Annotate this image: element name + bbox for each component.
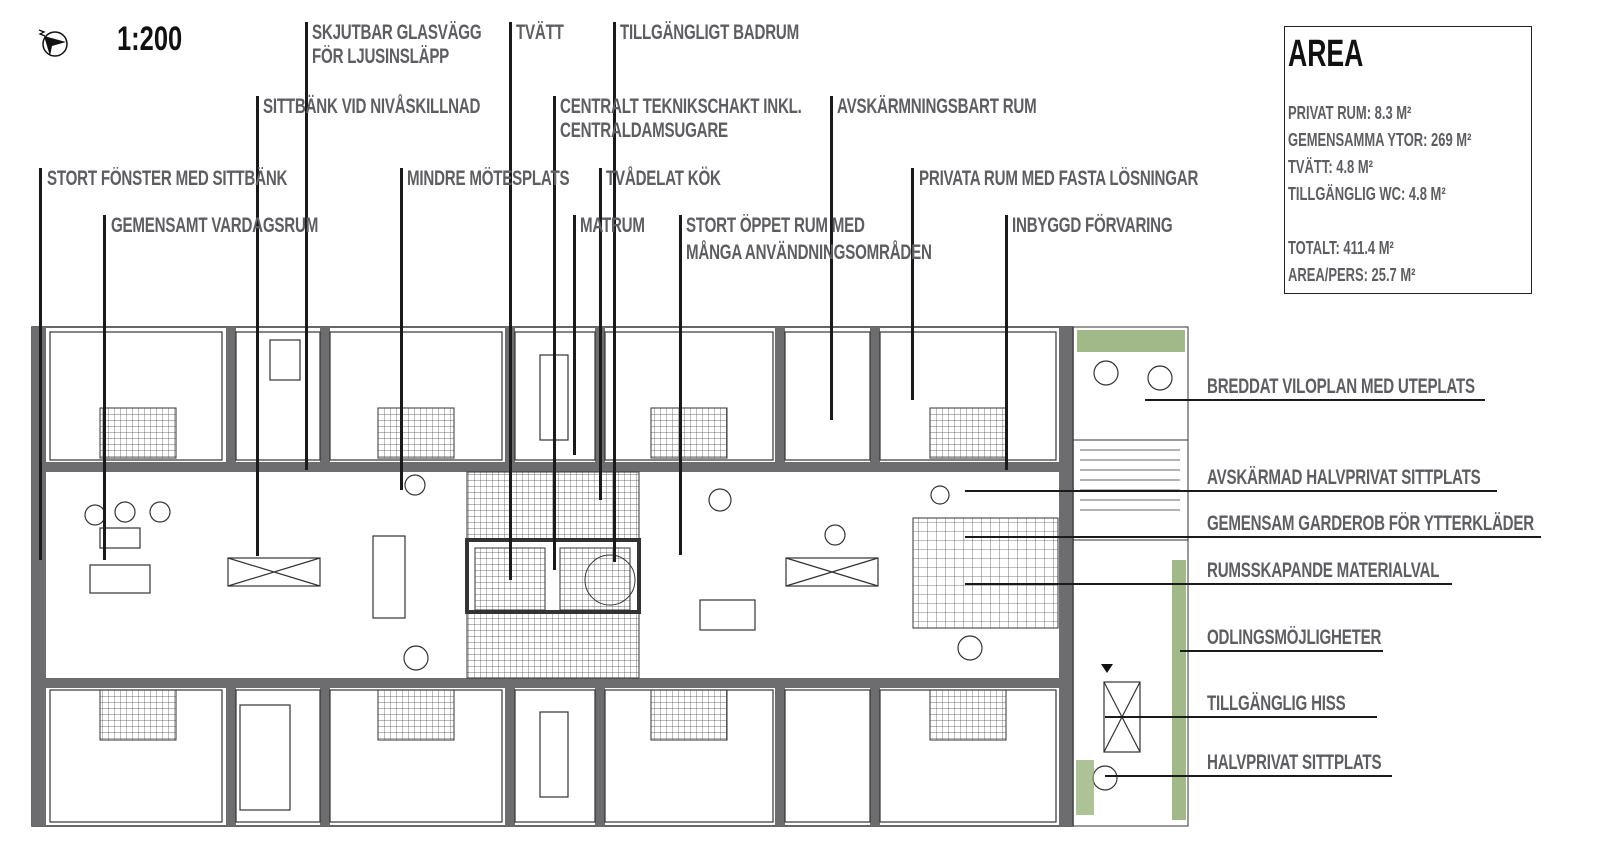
leader-line (830, 96, 833, 420)
area-row: TVÄTT: 4.8 M² (1288, 157, 1373, 177)
building-outline (31, 326, 1173, 827)
leader-line (965, 583, 1452, 585)
label-matrum: MATRUM (580, 214, 645, 237)
label-oppet-2: MÅNGA ANVÄNDNINGSOMRÅDEN (686, 241, 932, 264)
leader-line (965, 536, 1541, 538)
label-motesplats: MINDRE MÖTESPLATS (407, 167, 570, 190)
label-viloplan: BREDDAT VILOPLAN MED UTEPLATS (1207, 375, 1475, 398)
label-halvprivat-avskarmad: AVSKÄRMAD HALVPRIVAT SITTPLATS (1207, 466, 1481, 489)
label-fonster: STORT FÖNSTER MED SITTBÄNK (47, 167, 288, 190)
area-row: PRIVAT RUM: 8.3 M² (1288, 103, 1412, 123)
leader-line (400, 168, 403, 490)
north-arrow-icon (36, 26, 70, 58)
label-avskarm: AVSKÄRMNINGSBART RUM (837, 95, 1037, 118)
label-vardagsrum: GEMENSAMT VARDAGSRUM (111, 214, 319, 237)
leader-line (965, 490, 1497, 492)
label-privata: PRIVATA RUM MED FASTA LÖSNINGAR (919, 167, 1199, 190)
leader-line (1105, 716, 1377, 718)
area-row: GEMENSAMMA YTOR: 269 M² (1288, 130, 1472, 150)
label-teknikschakt-1: CENTRALT TEKNIKSCHAKT INKL. (560, 95, 802, 118)
leader-line (39, 168, 42, 560)
leader-line (553, 96, 556, 570)
label-halvprivat-sittplats: HALVPRIVAT SITTPLATS (1207, 751, 1382, 774)
area-row: AREA/PERS: 25.7 M² (1288, 265, 1416, 285)
leader-line (1145, 399, 1485, 401)
label-hiss: TILLGÄNGLIG HISS (1207, 692, 1346, 715)
label-odling: ODLINGSMÖJLIGHETER (1207, 626, 1382, 649)
label-kok: TVÅDELAT KÖK (606, 167, 721, 190)
label-forvaring: INBYGGD FÖRVARING (1012, 214, 1173, 237)
leader-line (599, 168, 602, 500)
leader-line (1105, 775, 1392, 777)
label-glasvagg-1: SKJUTBAR GLASVÄGG (312, 21, 482, 44)
leader-line (305, 22, 308, 470)
label-sittbank: SITTBÄNK VID NIVÅSKILLNAD (263, 95, 481, 118)
label-materialval: RUMSSKAPANDE MATERIALVAL (1207, 559, 1440, 582)
leader-line (573, 215, 576, 455)
area-row: TILLGÄNGLIG WC: 4.8 M² (1288, 184, 1446, 204)
leader-line (613, 22, 616, 562)
label-oppet-1: STORT ÖPPET RUM MED (686, 214, 865, 237)
leader-line (256, 96, 259, 556)
leader-line (911, 168, 914, 400)
label-badrum: TILLGÄNGLIGT BADRUM (620, 21, 799, 44)
label-glasvagg-2: FÖR LJUSINSLÄPP (312, 45, 450, 68)
scale-label: 1:200 (117, 20, 183, 58)
leader-line (509, 22, 512, 580)
label-teknikschakt-2: CENTRALDAMSUGARE (560, 119, 728, 142)
leader-line (103, 215, 106, 560)
label-garderob: GEMENSAM GARDEROB FÖR YTTERKLÄDER (1207, 512, 1534, 535)
label-tvatt: TVÄTT (516, 21, 564, 44)
leader-line (1180, 650, 1383, 652)
area-title: AREA (1288, 33, 1364, 75)
area-row: TOTALT: 411.4 M² (1288, 238, 1394, 258)
leader-line (679, 215, 682, 555)
terrace (1072, 326, 1189, 827)
area-summary-box: AREA PRIVAT RUM: 8.3 M² GEMENSAMMA YTOR:… (1284, 26, 1532, 294)
leader-line (1005, 215, 1008, 470)
